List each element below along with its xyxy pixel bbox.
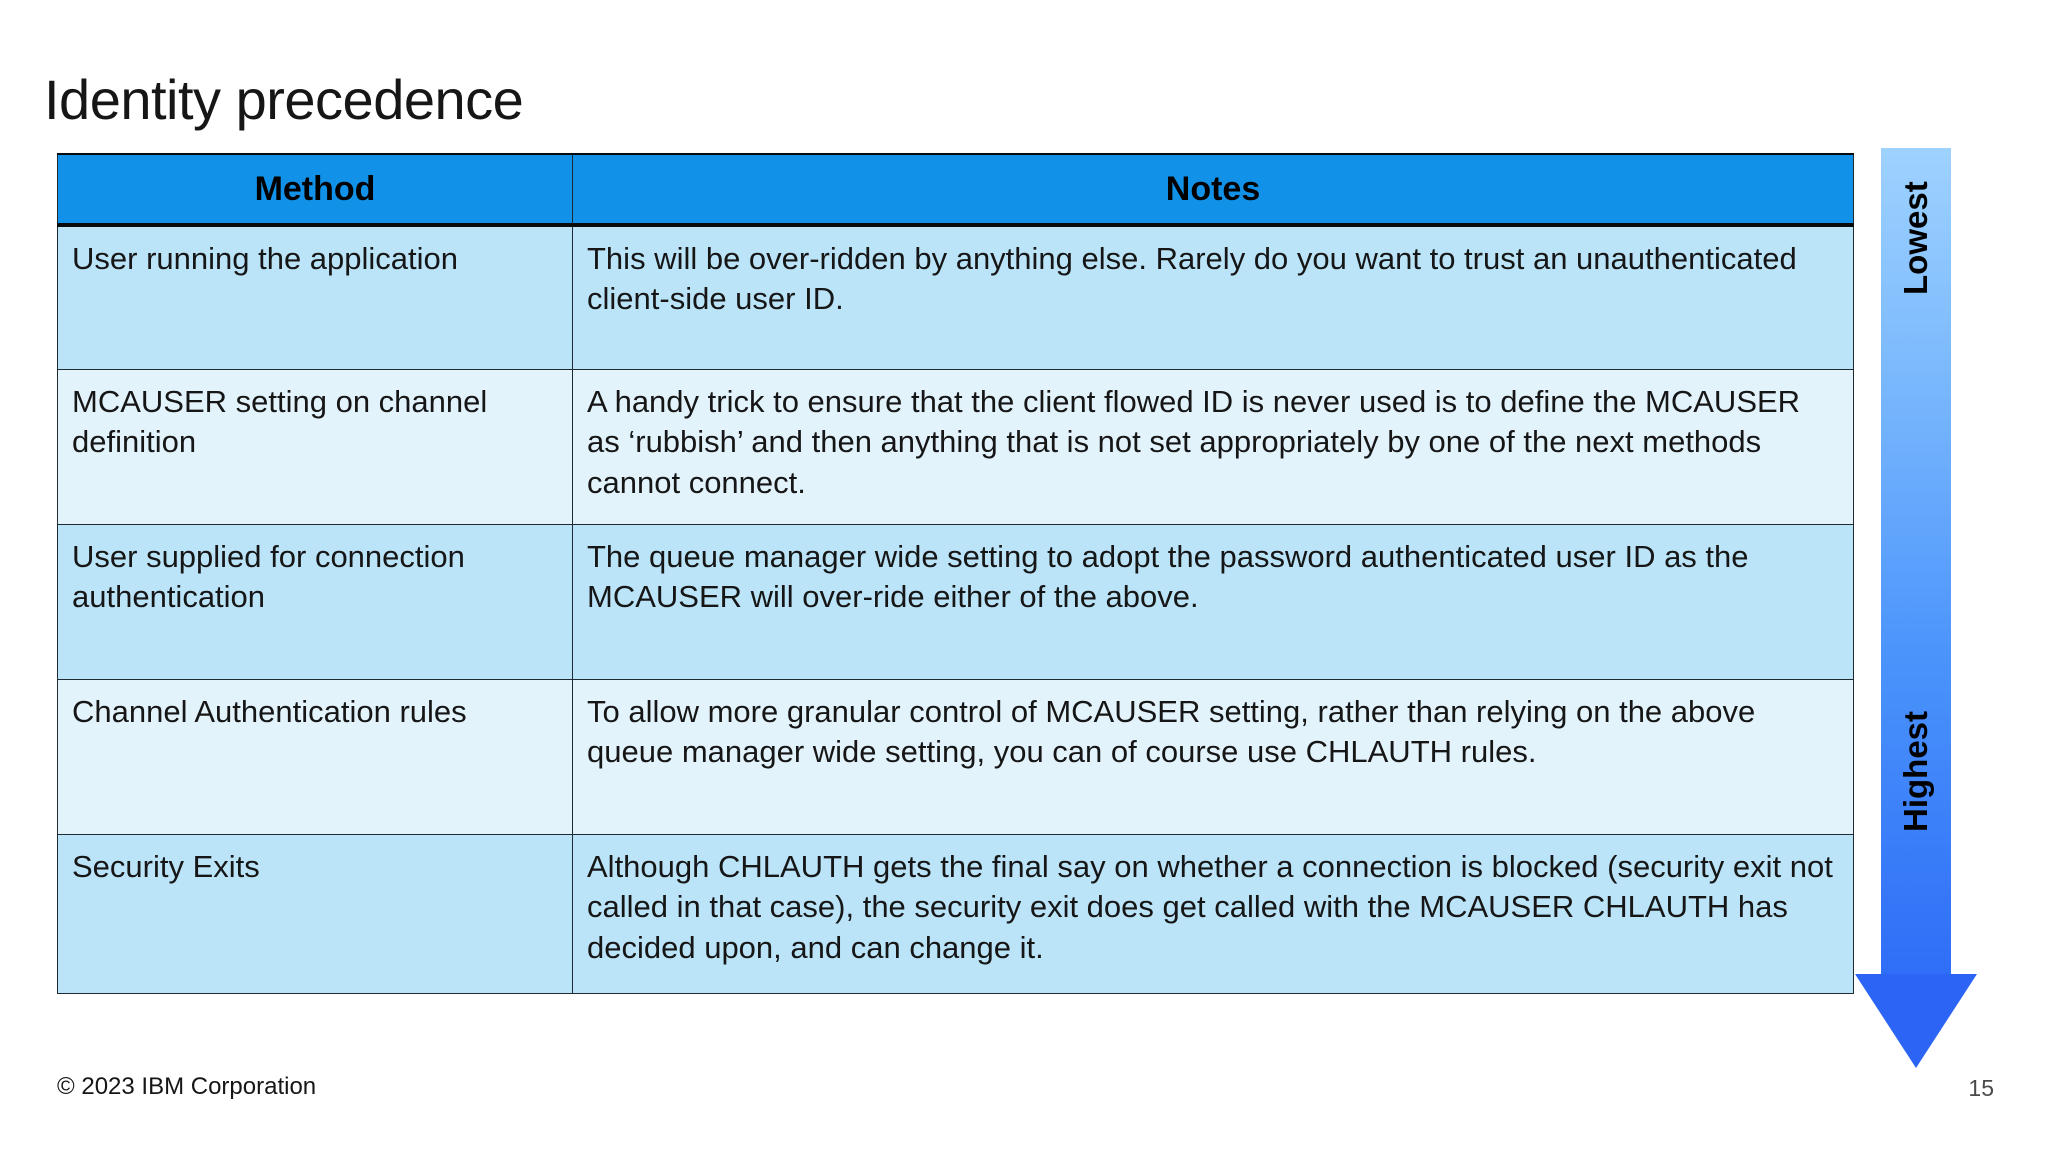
cell-method: User running the application — [57, 224, 573, 370]
cell-notes: A handy trick to ensure that the client … — [572, 369, 1854, 525]
page-title: Identity precedence — [44, 67, 524, 131]
column-header-method: Method — [57, 153, 573, 227]
cell-notes: This will be over-ridden by anything els… — [572, 224, 1854, 370]
table-row: User supplied for connection authenticat… — [57, 524, 1854, 680]
cell-method: Security Exits — [57, 834, 573, 994]
precedence-down-arrow-icon: Lowest Highest — [1855, 148, 1977, 1068]
arrow-label-highest: Highest — [1897, 710, 1934, 832]
identity-precedence-table: Method Notes User running the applicatio… — [57, 153, 1854, 994]
arrow-label-lowest: Lowest — [1897, 181, 1934, 295]
table-header-row: Method Notes — [57, 153, 1854, 227]
cell-method: Channel Authentication rules — [57, 679, 573, 835]
cell-method: MCAUSER setting on channel definition — [57, 369, 573, 525]
table-row: MCAUSER setting on channel definition A … — [57, 369, 1854, 525]
arrow-head — [1855, 974, 1977, 1068]
cell-notes: Although CHLAUTH gets the final say on w… — [572, 834, 1854, 994]
page-number: 15 — [1968, 1075, 1994, 1101]
cell-notes: To allow more granular control of MCAUSE… — [572, 679, 1854, 835]
cell-method: User supplied for connection authenticat… — [57, 524, 573, 680]
table-row: Security Exits Although CHLAUTH gets the… — [57, 834, 1854, 994]
table-row: User running the application This will b… — [57, 224, 1854, 370]
footer-copyright: © 2023 IBM Corporation — [57, 1073, 317, 1100]
column-header-notes: Notes — [572, 153, 1854, 227]
arrow-shaft — [1881, 148, 1951, 976]
cell-notes: The queue manager wide setting to adopt … — [572, 524, 1854, 680]
table-row: Channel Authentication rules To allow mo… — [57, 679, 1854, 835]
